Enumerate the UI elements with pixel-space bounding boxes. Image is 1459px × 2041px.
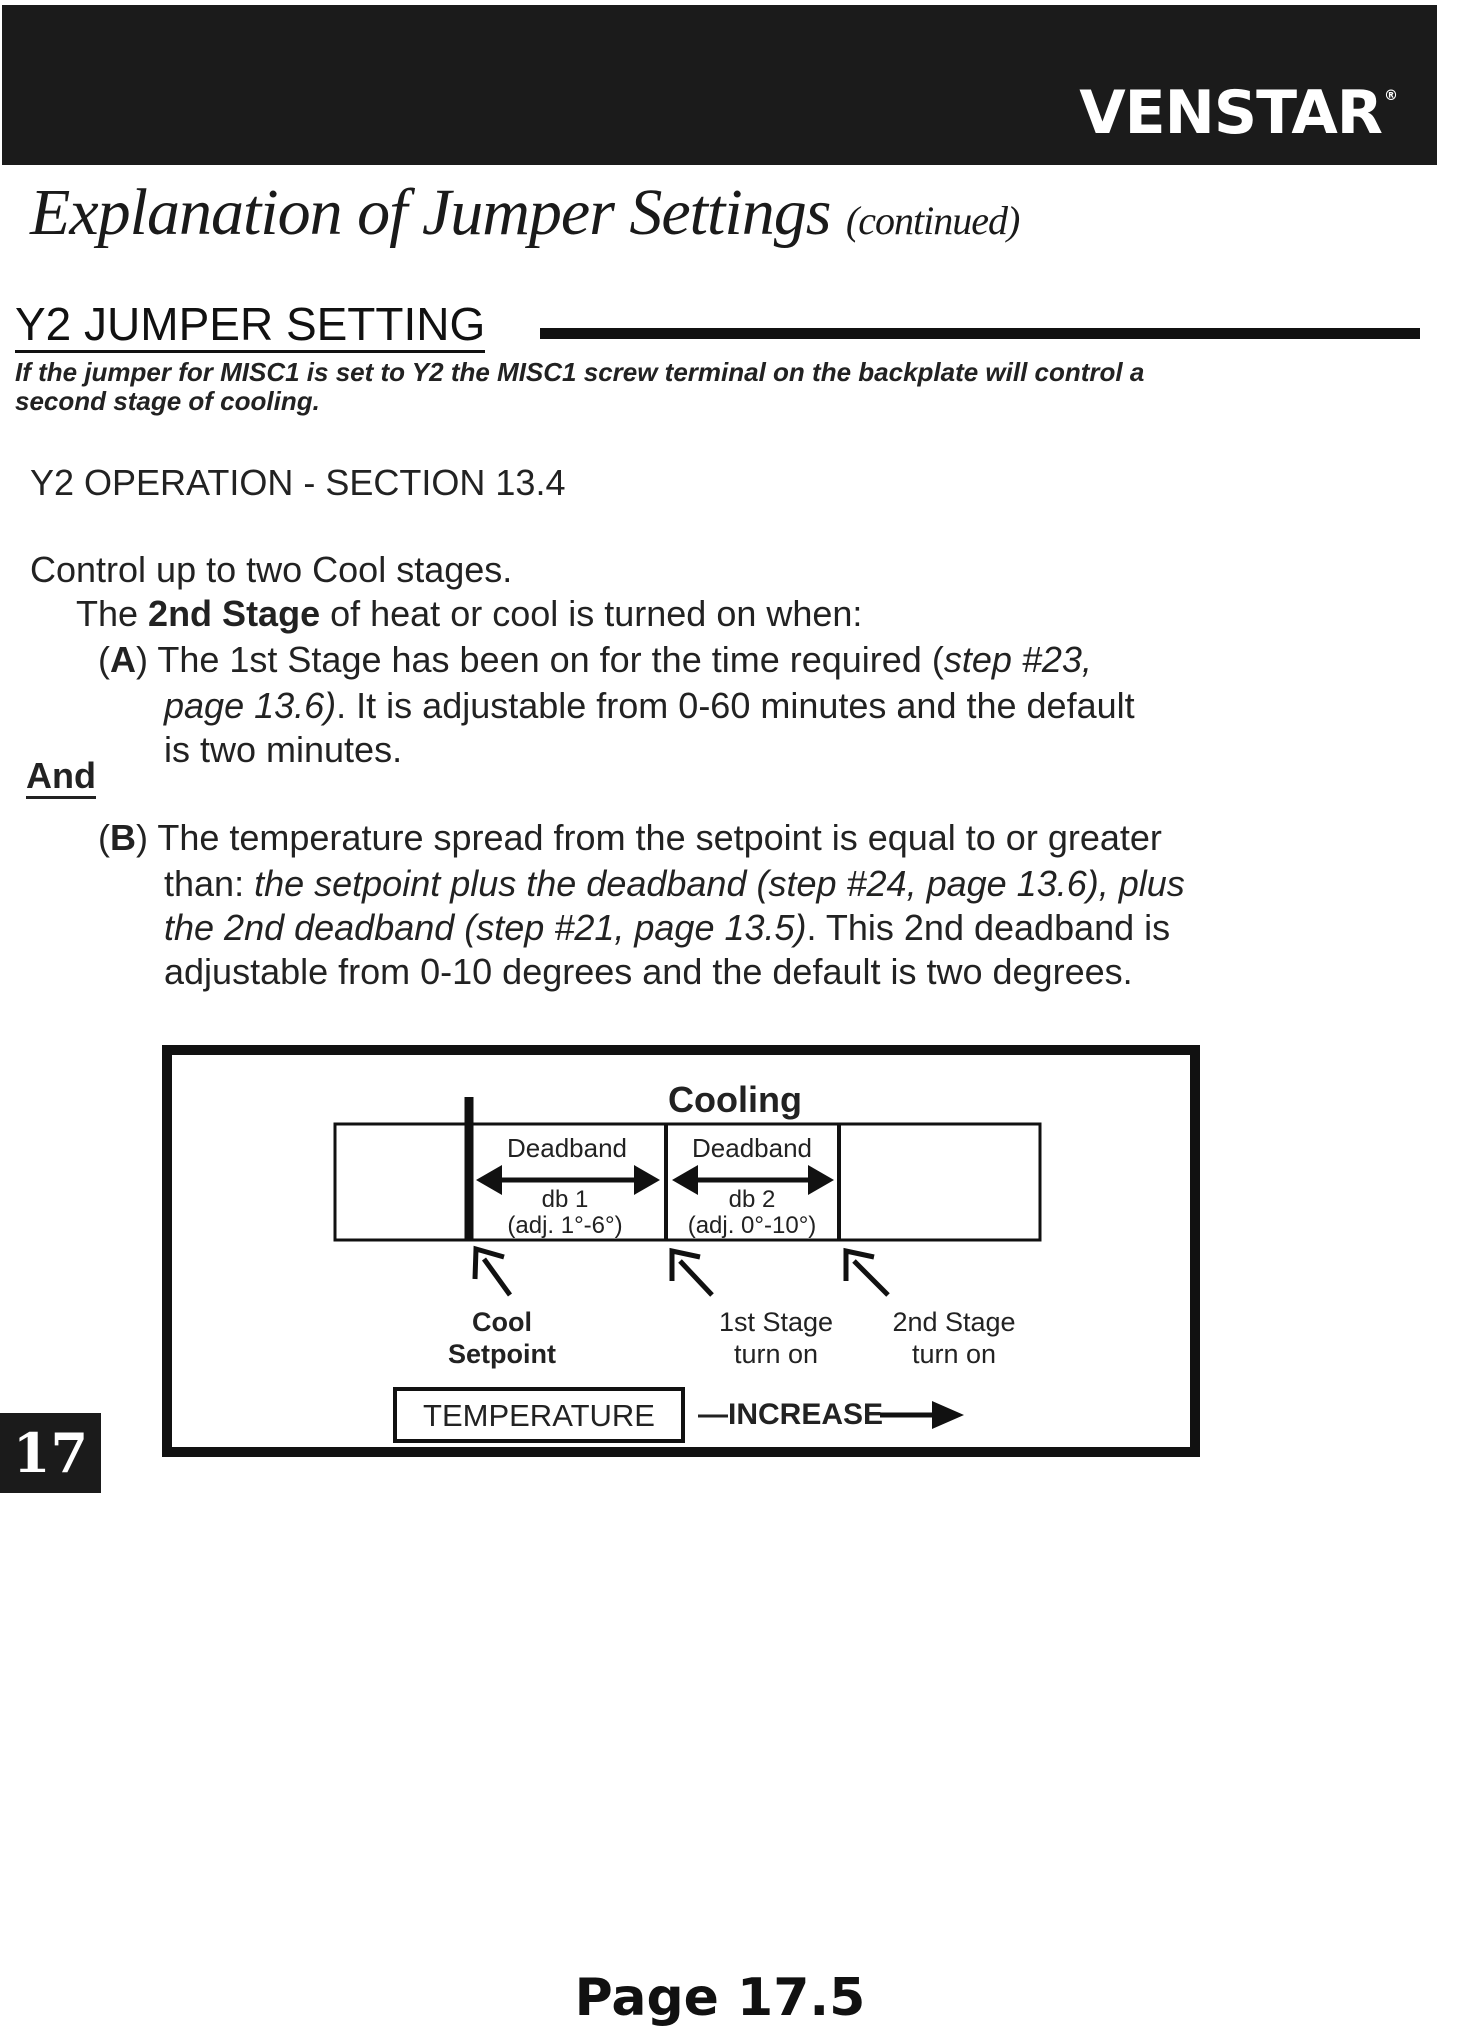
page-number: Page 17.5 <box>574 1968 866 2028</box>
stage2-label-1: 2nd Stage <box>892 1307 1015 1337</box>
db2-arrow <box>672 1165 834 1195</box>
temperature-band <box>333 1122 1042 1242</box>
intro-note: If the jumper for MISC1 is set to Y2 the… <box>15 358 1415 416</box>
temperature-label-box <box>393 1387 685 1443</box>
db2-range: (adj. 0°-10°) <box>688 1212 817 1239</box>
heading-rule <box>540 328 1420 339</box>
condition-b-line2: than: the setpoint plus the deadband (st… <box>164 863 1185 904</box>
db1-name: db 1 <box>542 1186 589 1213</box>
stage1-label-2: turn on <box>734 1339 818 1369</box>
intro-note-line2: second stage of cooling. <box>15 386 320 416</box>
stage1-label-1: 1st Stage <box>719 1307 833 1337</box>
operation-title: Y2 OPERATION - SECTION 13.4 <box>30 462 566 503</box>
increase-arrow <box>880 1401 964 1429</box>
increase-label: —INCREASE <box>698 1398 883 1431</box>
stage2-pointer-arrow <box>843 1247 890 1297</box>
header-bar: VENSTAR® <box>2 5 1437 165</box>
temperature-label: TEMPERATURE <box>423 1398 655 1433</box>
page-title: Explanation of Jumper Settings (continue… <box>30 175 1020 251</box>
cooling-diagram: Cooling Deadband Deadband db 1 (adj. 1°-… <box>162 1045 1200 1457</box>
section-heading: Y2 JUMPER SETTING <box>15 298 486 353</box>
cool-setpoint-label-1: Cool <box>472 1307 532 1337</box>
cool-setpoint-label-2: Setpoint <box>448 1339 556 1369</box>
page-title-main: Explanation of Jumper Settings <box>30 176 831 249</box>
condition-a-line3: is two minutes. <box>164 729 403 770</box>
deadband1-label: Deadband <box>507 1133 627 1163</box>
condition-b-line4: adjustable from 0-10 degrees and the def… <box>164 951 1133 992</box>
db2-name: db 2 <box>729 1186 776 1213</box>
deadband2-label: Deadband <box>692 1133 812 1163</box>
condition-b-line1: (B) The temperature spread from the setp… <box>98 817 1162 858</box>
cooling-diagram-svg: Cooling Deadband Deadband db 1 (adj. 1°-… <box>333 1079 1042 1443</box>
page-title-suffix: (continued) <box>845 198 1020 243</box>
setpoint-pointer-arrow <box>472 1245 513 1297</box>
diagram-title: Cooling <box>668 1079 802 1120</box>
body-line-2: The 2nd Stage of heat or cool is turned … <box>76 593 863 634</box>
condition-a-line2: page 13.6). It is adjustable from 0-60 m… <box>164 685 1135 726</box>
db1-arrow <box>476 1165 660 1195</box>
stage2-label-2: turn on <box>912 1339 996 1369</box>
intro-note-line1: If the jumper for MISC1 is set to Y2 the… <box>15 357 1145 387</box>
condition-a-line1: (A) The 1st Stage has been on for the ti… <box>98 639 1092 680</box>
body-line-1: Control up to two Cool stages. <box>30 549 513 590</box>
db1-range: (adj. 1°-6°) <box>507 1212 622 1239</box>
stage1-pointer-arrow <box>669 1247 714 1297</box>
brand-logo: VENSTAR® <box>1079 78 1398 148</box>
condition-b-line3: the 2nd deadband (step #21, page 13.5). … <box>164 907 1171 948</box>
and-label: And <box>26 756 96 799</box>
chapter-tab: 17 <box>0 1413 101 1493</box>
